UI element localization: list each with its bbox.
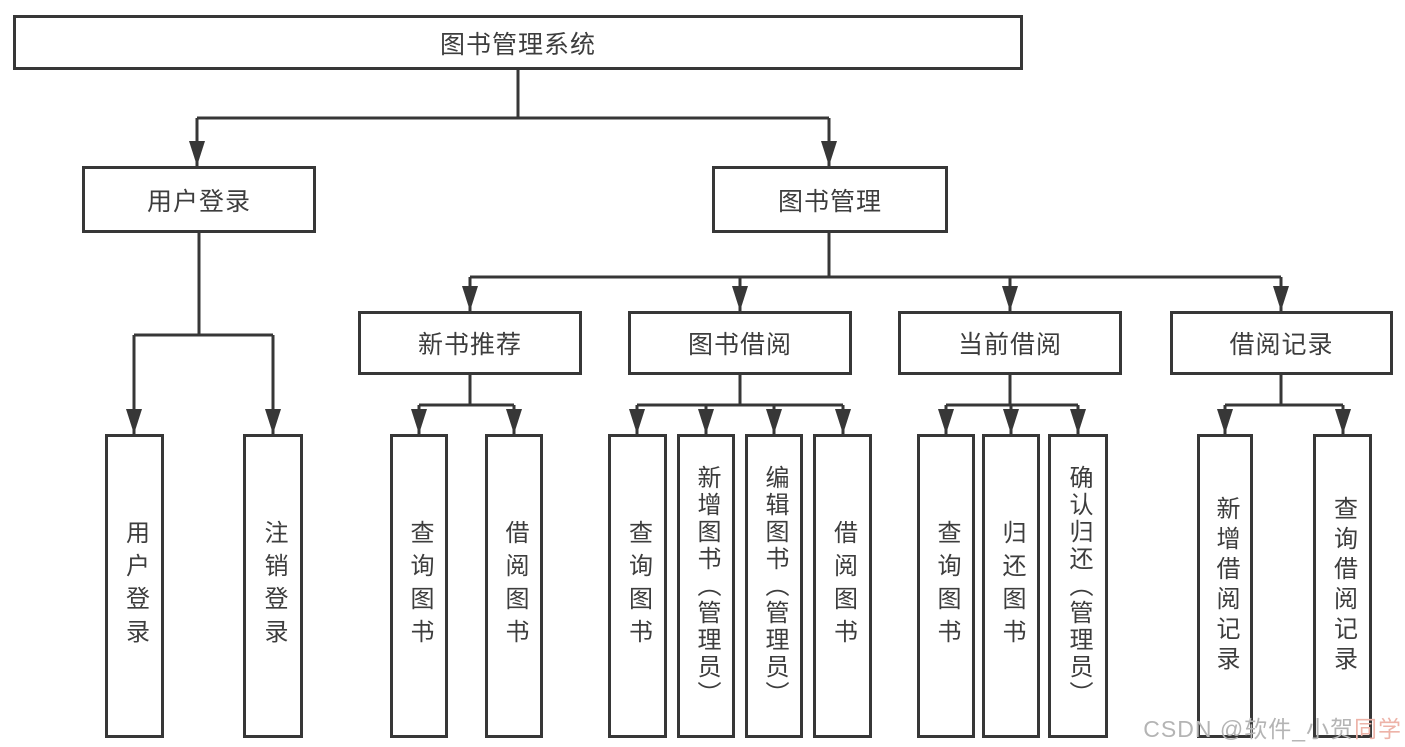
leaf-label: 借阅图书 <box>501 520 528 652</box>
leaf-logout: 注销登录 <box>243 434 303 738</box>
node-label: 借阅记录 <box>1229 331 1334 359</box>
leaf-label: 查询图书 <box>406 520 433 652</box>
leaf-label: 确认归还（管理员） <box>1065 464 1092 708</box>
leaf-query-books-recommend: 查询图书 <box>390 434 448 738</box>
leaf-label: 查询图书 <box>933 520 960 652</box>
leaf-label: 编辑图书（管理员） <box>761 464 788 708</box>
leaf-label: 注销登录 <box>260 520 287 652</box>
leaf-query-books-borrow: 查询图书 <box>608 434 667 738</box>
node-new-book-recommendation: 新书推荐 <box>358 311 582 375</box>
node-book-management-branch: 图书管理 <box>712 166 948 233</box>
node-library-management-system: 图书管理系统 <box>13 15 1023 70</box>
leaf-label: 用户登录 <box>121 520 149 652</box>
leaf-borrow-books-recommend: 借阅图书 <box>485 434 543 738</box>
node-book-borrowing: 图书借阅 <box>628 311 852 375</box>
leaf-query-borrow-record: 查询借阅记录 <box>1313 434 1372 738</box>
leaf-query-books-current: 查询图书 <box>917 434 975 738</box>
watermark-pink-text: 同学 <box>1354 716 1402 742</box>
leaf-return-books: 归还图书 <box>982 434 1040 738</box>
leaf-add-books-admin: 新增图书（管理员） <box>677 434 735 738</box>
node-current-borrowing: 当前借阅 <box>898 311 1122 375</box>
csdn-watermark: CSDN @软件_小贺同学 <box>1143 710 1402 744</box>
node-label: 图书管理系统 <box>439 30 596 59</box>
leaf-confirm-return-admin: 确认归还（管理员） <box>1048 434 1108 738</box>
leaf-label: 查询图书 <box>624 520 652 652</box>
leaf-label: 新增图书（管理员） <box>693 464 720 708</box>
node-label: 用户登录 <box>146 187 251 216</box>
node-label: 新书推荐 <box>417 331 522 359</box>
leaf-user-login: 用户登录 <box>105 434 164 738</box>
leaf-edit-books-admin: 编辑图书（管理员） <box>745 434 803 738</box>
leaf-borrow-books: 借阅图书 <box>813 434 872 738</box>
node-label: 图书借阅 <box>687 331 792 359</box>
node-user-login-branch: 用户登录 <box>82 166 316 233</box>
leaf-label: 借阅图书 <box>829 520 857 652</box>
node-label: 当前借阅 <box>957 331 1062 359</box>
leaf-add-borrow-record: 新增借阅记录 <box>1197 434 1253 738</box>
node-label: 图书管理 <box>777 187 882 216</box>
node-borrowing-records: 借阅记录 <box>1170 311 1393 375</box>
leaf-label: 查询借阅记录 <box>1329 496 1357 676</box>
leaf-label: 归还图书 <box>998 520 1025 652</box>
leaf-label: 新增借阅记录 <box>1212 496 1239 676</box>
watermark-gray-text: CSDN @软件_小贺 <box>1143 716 1354 742</box>
